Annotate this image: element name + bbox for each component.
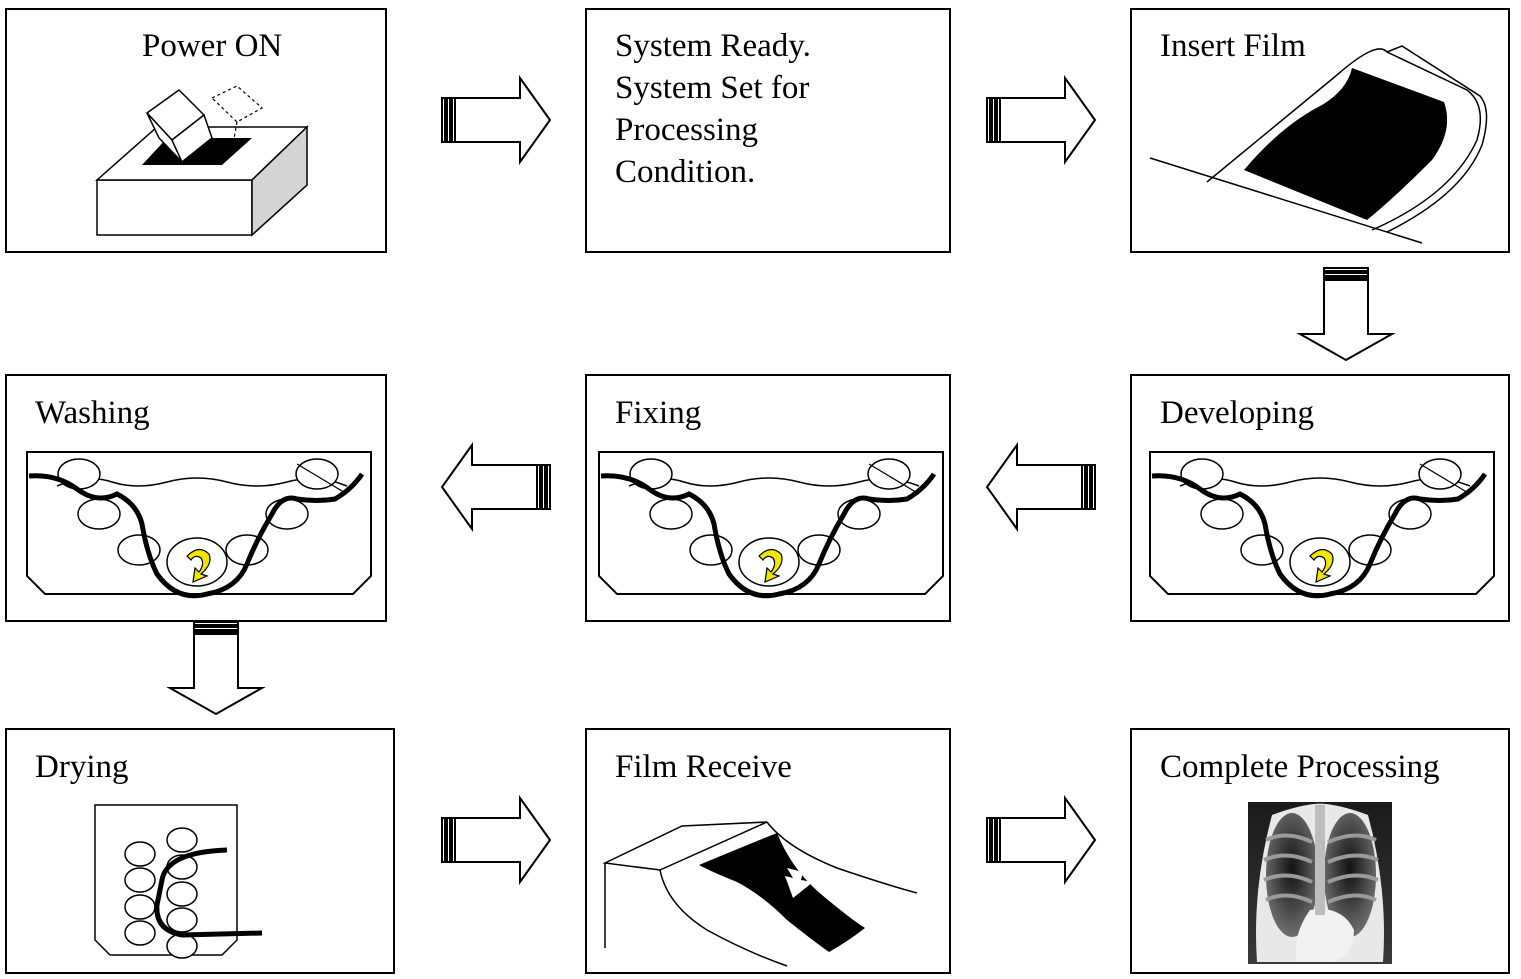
step-label-film-receive: Film Receive [615, 749, 792, 785]
step-label-power-on: Power ON [142, 28, 283, 64]
arrow-right-icon [441, 74, 552, 166]
washing-tank-icon [7, 376, 389, 624]
step-label-fixing: Fixing [615, 395, 702, 431]
arrow-right-icon [986, 794, 1097, 886]
power-switch-icon [95, 85, 309, 237]
film-receive-icon [602, 821, 918, 967]
step-insert-film: Insert Film [1130, 8, 1510, 253]
arrow-left-icon [440, 441, 551, 533]
fixing-tank-icon [587, 376, 953, 624]
step-drying: Drying [5, 728, 395, 974]
chest-xray-image [1248, 802, 1392, 964]
step-fixing: Fixing [585, 374, 951, 622]
drying-rollers-icon [94, 804, 263, 959]
step-complete-processing: Complete Processing [1130, 728, 1510, 974]
arrow-left-icon [985, 441, 1096, 533]
step-label-system-ready: System Ready. System Set for Processing … [615, 28, 811, 190]
step-system-ready: System Ready. System Set for Processing … [585, 8, 951, 253]
step-label-drying: Drying [35, 749, 129, 785]
developing-tank-icon [1132, 376, 1512, 624]
arrow-down-icon [1296, 267, 1396, 362]
step-washing: Washing [5, 374, 387, 622]
film-insert-icon [1149, 45, 1488, 244]
arrow-right-icon [986, 74, 1097, 166]
arrow-down-icon [166, 621, 266, 716]
step-label-washing: Washing [35, 395, 150, 431]
arrow-right-icon [441, 794, 552, 886]
step-power-on: Power ON [5, 8, 387, 253]
step-label-complete-processing: Complete Processing [1160, 749, 1440, 785]
step-film-receive: Film Receive [585, 728, 951, 974]
step-label-developing: Developing [1160, 395, 1314, 431]
step-developing: Developing [1130, 374, 1510, 622]
step-label-insert-film: Insert Film [1160, 28, 1306, 64]
